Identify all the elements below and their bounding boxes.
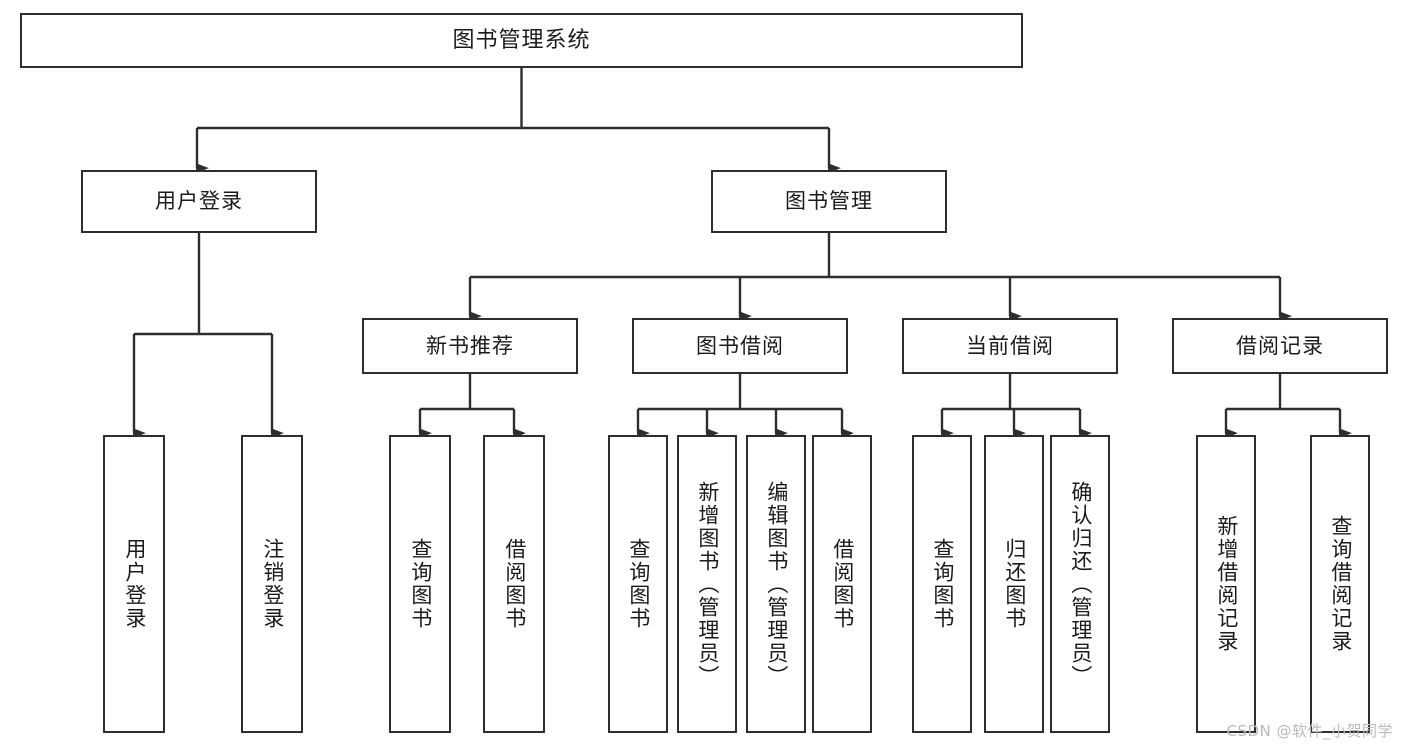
node-book-manage-label: 图书管理 [785,189,873,214]
node-leaf-logout[interactable]: 注销登录 [241,435,303,733]
node-user-login-label: 用户登录 [155,189,243,214]
node-leaf-borrow-book-2[interactable]: 借阅图书 [812,435,872,733]
node-leaf-query-book-1-label: 查询图书 [408,538,433,630]
node-current-borrow-label: 当前借阅 [966,333,1054,358]
node-leaf-return-book[interactable]: 归还图书 [984,435,1044,733]
node-leaf-query-book-2-label: 查询图书 [626,538,651,630]
node-book-manage[interactable]: 图书管理 [711,170,947,233]
node-leaf-confirm-return[interactable]: 确认归还（管理员） [1050,435,1110,733]
node-leaf-user-login-label: 用户登录 [122,538,147,630]
node-root[interactable]: 图书管理系统 [20,13,1023,68]
node-book-borrow[interactable]: 图书借阅 [632,318,848,374]
node-leaf-add-book-label: 新增图书（管理员） [695,480,720,688]
node-root-label: 图书管理系统 [452,27,591,53]
node-user-login[interactable]: 用户登录 [81,170,317,233]
node-leaf-edit-book[interactable]: 编辑图书（管理员） [746,435,806,733]
node-leaf-add-book[interactable]: 新增图书（管理员） [677,435,737,733]
node-leaf-borrow-book-2-label: 借阅图书 [830,538,855,630]
node-leaf-user-login[interactable]: 用户登录 [103,435,165,733]
node-leaf-query-book-2[interactable]: 查询图书 [608,435,668,733]
node-leaf-borrow-book-1-label: 借阅图书 [502,538,527,630]
node-borrow-record[interactable]: 借阅记录 [1172,318,1388,374]
node-leaf-add-record[interactable]: 新增借阅记录 [1196,435,1256,733]
node-leaf-edit-book-label: 编辑图书（管理员） [764,480,789,688]
node-new-book-rec-label: 新书推荐 [426,333,514,358]
node-leaf-add-record-label: 新增借阅记录 [1214,515,1239,653]
watermark: CSDN @软件_小贺同学 [1226,722,1393,740]
node-leaf-query-record-label: 查询借阅记录 [1328,515,1353,653]
node-leaf-return-book-label: 归还图书 [1002,538,1027,630]
node-leaf-logout-label: 注销登录 [260,538,285,630]
node-leaf-query-book-3-label: 查询图书 [930,538,955,630]
node-new-book-rec[interactable]: 新书推荐 [362,318,578,374]
node-borrow-record-label: 借阅记录 [1236,333,1324,358]
node-current-borrow[interactable]: 当前借阅 [902,318,1118,374]
node-book-borrow-label: 图书借阅 [696,333,784,358]
node-leaf-query-book-1[interactable]: 查询图书 [389,435,451,733]
node-leaf-query-record[interactable]: 查询借阅记录 [1310,435,1370,733]
node-leaf-query-book-3[interactable]: 查询图书 [912,435,972,733]
node-leaf-borrow-book-1[interactable]: 借阅图书 [483,435,545,733]
node-leaf-confirm-return-label: 确认归还（管理员） [1068,480,1093,688]
